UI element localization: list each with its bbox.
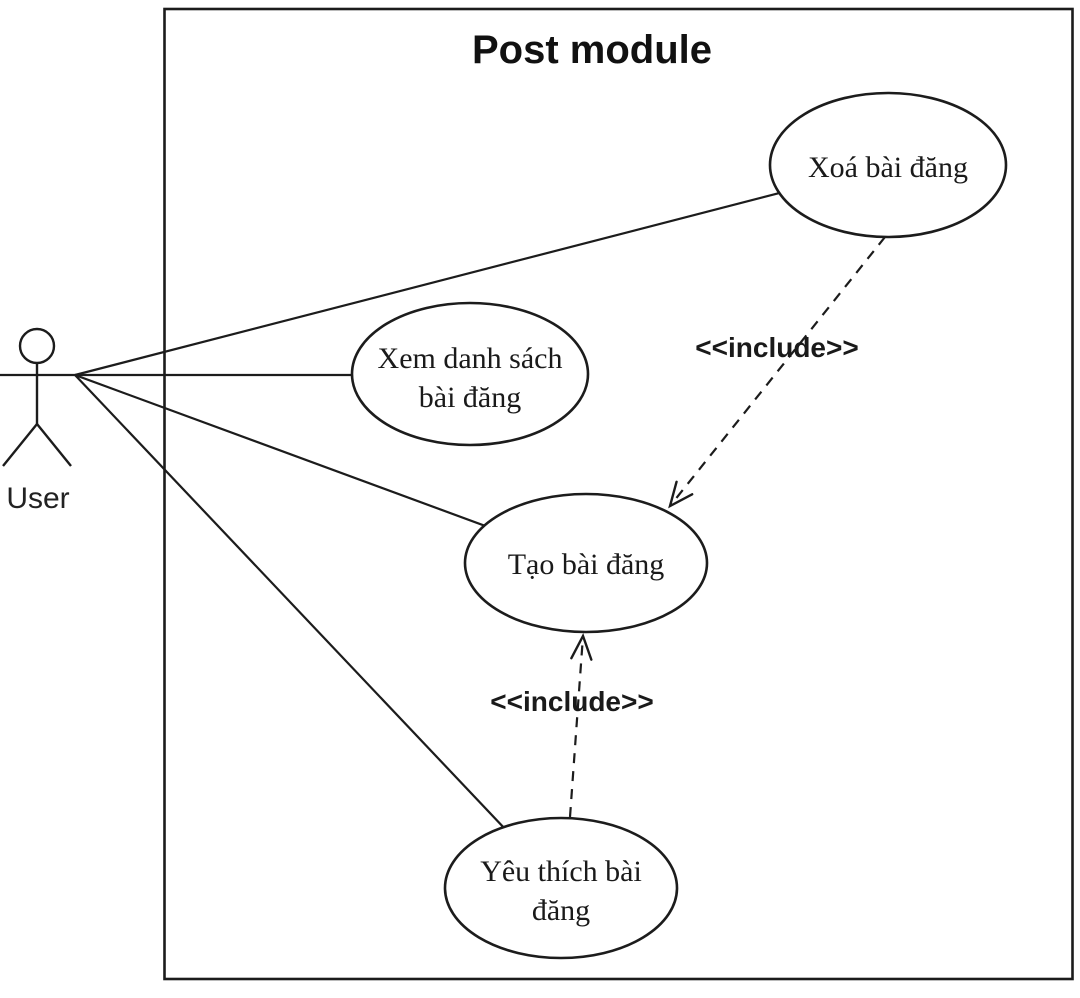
- include-arrow-like-to-create: [568, 632, 593, 818]
- association-lines: [0, 163, 889, 889]
- use-case-create-post-label: Tạo bài đăng: [508, 548, 665, 581]
- system-boundary: [163, 7, 1074, 981]
- actor-head: [18, 327, 56, 365]
- use-case-create-post-ellipse: [463, 492, 709, 634]
- actor-user: User: [2, 327, 72, 515]
- use-case-like-post-label-line1: Yêu thích bài: [480, 855, 642, 888]
- use-case-view-post-list-label-line1: Xem danh sách: [378, 342, 563, 375]
- use-case-create-post: Tạo bài đăng: [463, 492, 709, 634]
- include-label-delete-to-create: <<include>>: [695, 332, 858, 363]
- actor-left-leg: [2, 423, 38, 467]
- actor-right-leg: [36, 423, 72, 467]
- use-case-like-post-ellipse: [443, 816, 679, 960]
- diagram-title: Post module: [472, 28, 712, 72]
- actor-label: User: [6, 482, 69, 515]
- use-case-delete-post-ellipse: [768, 91, 1008, 239]
- use-case-delete-post-label: Xoá bài đăng: [808, 151, 968, 184]
- association-user-like-post: [74, 374, 562, 889]
- use-case-delete-post: Xoá bài đăng: [768, 91, 1008, 239]
- include-label-like-to-create: <<include>>: [490, 686, 653, 717]
- use-case-view-post-list-label-line2: bài đăng: [419, 381, 521, 414]
- include-arrow-delete-to-create: [668, 236, 886, 509]
- use-case-view-post-list: Xem danh sách bài đăng: [350, 301, 590, 447]
- use-case-like-post: Yêu thích bài đăng: [443, 816, 679, 960]
- association-user-delete-post: [74, 163, 889, 377]
- include-arrows: [568, 236, 886, 818]
- use-case-like-post-label-line2: đăng: [532, 894, 590, 927]
- use-case-view-post-list-ellipse: [350, 301, 590, 447]
